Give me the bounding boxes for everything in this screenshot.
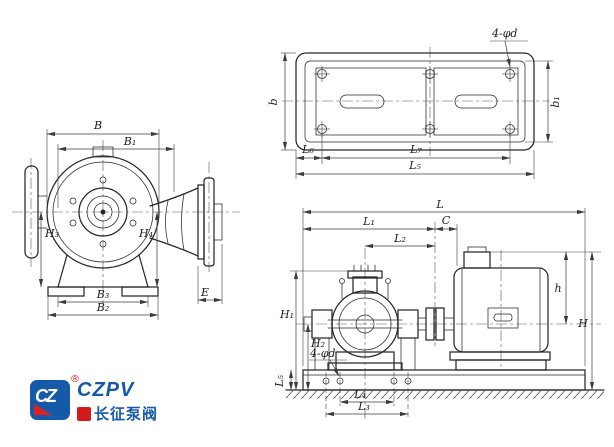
logo-monogram: CZ [35,386,57,406]
dim-label-B2: B₂ [96,301,110,314]
discharge-bell [149,177,223,267]
dim-label-L5-elevation: L₅ [273,375,286,388]
dim-label-b1: b₁ [549,96,562,107]
baseplate [302,369,586,391]
dim-label-B1: B₁ [123,135,137,148]
anchor-holes [314,66,518,137]
dim-label-H2: H₂ [310,337,325,350]
company-name-chinese: 长征泵阀 [94,405,159,423]
motor-nameplate [487,307,519,329]
dim-label-H3: H₃ [44,227,59,240]
baseplate-outline [295,52,535,151]
hole-callout-elevation: 4-φd [309,347,335,360]
motor-feet [449,351,551,361]
hole-callout-plan: 4-φd [491,27,517,40]
dim-label-L4: L₄ [353,388,366,401]
gland-bolts [69,176,137,248]
dim-label-B3: B₃ [96,288,110,301]
bearing-housing [78,187,128,237]
dim-label-L6: L₆ [301,143,314,156]
dim-label-b: b [267,98,280,105]
dim-label-L1: L₁ [362,215,375,228]
brand-logo: CZ ® CZPV 长征泵阀 [30,374,158,424]
motor-pedestal [455,359,547,371]
dim-label-L2: L₂ [393,232,406,245]
dim-label-B: B [93,119,102,132]
pump-unit-elevation-view: L L₁ C L₂ h H H₁ H₂ L₅ 4-φd L₄ L₃ [273,198,605,419]
dim-label-H1: H₁ [279,308,294,321]
dim-label-L3: L₃ [357,400,370,413]
pad-slot [454,94,498,109]
motor-mount-pad [433,67,519,136]
dim-label-H: H [577,317,588,330]
baseplate-plan-view: b b₁ L₆ L₇ L₅ 4-φd [267,27,562,179]
dim-label-L7: L₇ [409,143,422,156]
terminal-box [463,251,491,269]
dim-label-L: L [435,198,443,211]
pad-slot [339,94,385,109]
coupling [425,307,435,341]
pump-mount-pad [315,67,427,136]
registered-trademark-symbol: ® [70,374,80,385]
dim-label-H4: H₄ [138,227,153,240]
brand-seal-stamp [77,406,91,421]
logo-triangle-accent [34,404,52,415]
ground-hatch [286,390,604,399]
dim-label-E: E [200,286,209,299]
brand-text-block: CZPV 长征泵阀 [77,380,158,424]
dim-label-h: h [554,282,561,295]
brand-name: CZPV [77,379,135,401]
suction-flange [24,165,39,259]
dim-label-L5: L₅ [408,159,421,172]
pump-end-view: B B₁ H₃ H₄ B₃ B₂ E [12,119,240,320]
brand-logo-icon: CZ ® [30,374,80,420]
dim-label-C: C [442,214,451,227]
pump-support-feet [47,254,159,297]
discharge-nozzle [352,276,378,294]
